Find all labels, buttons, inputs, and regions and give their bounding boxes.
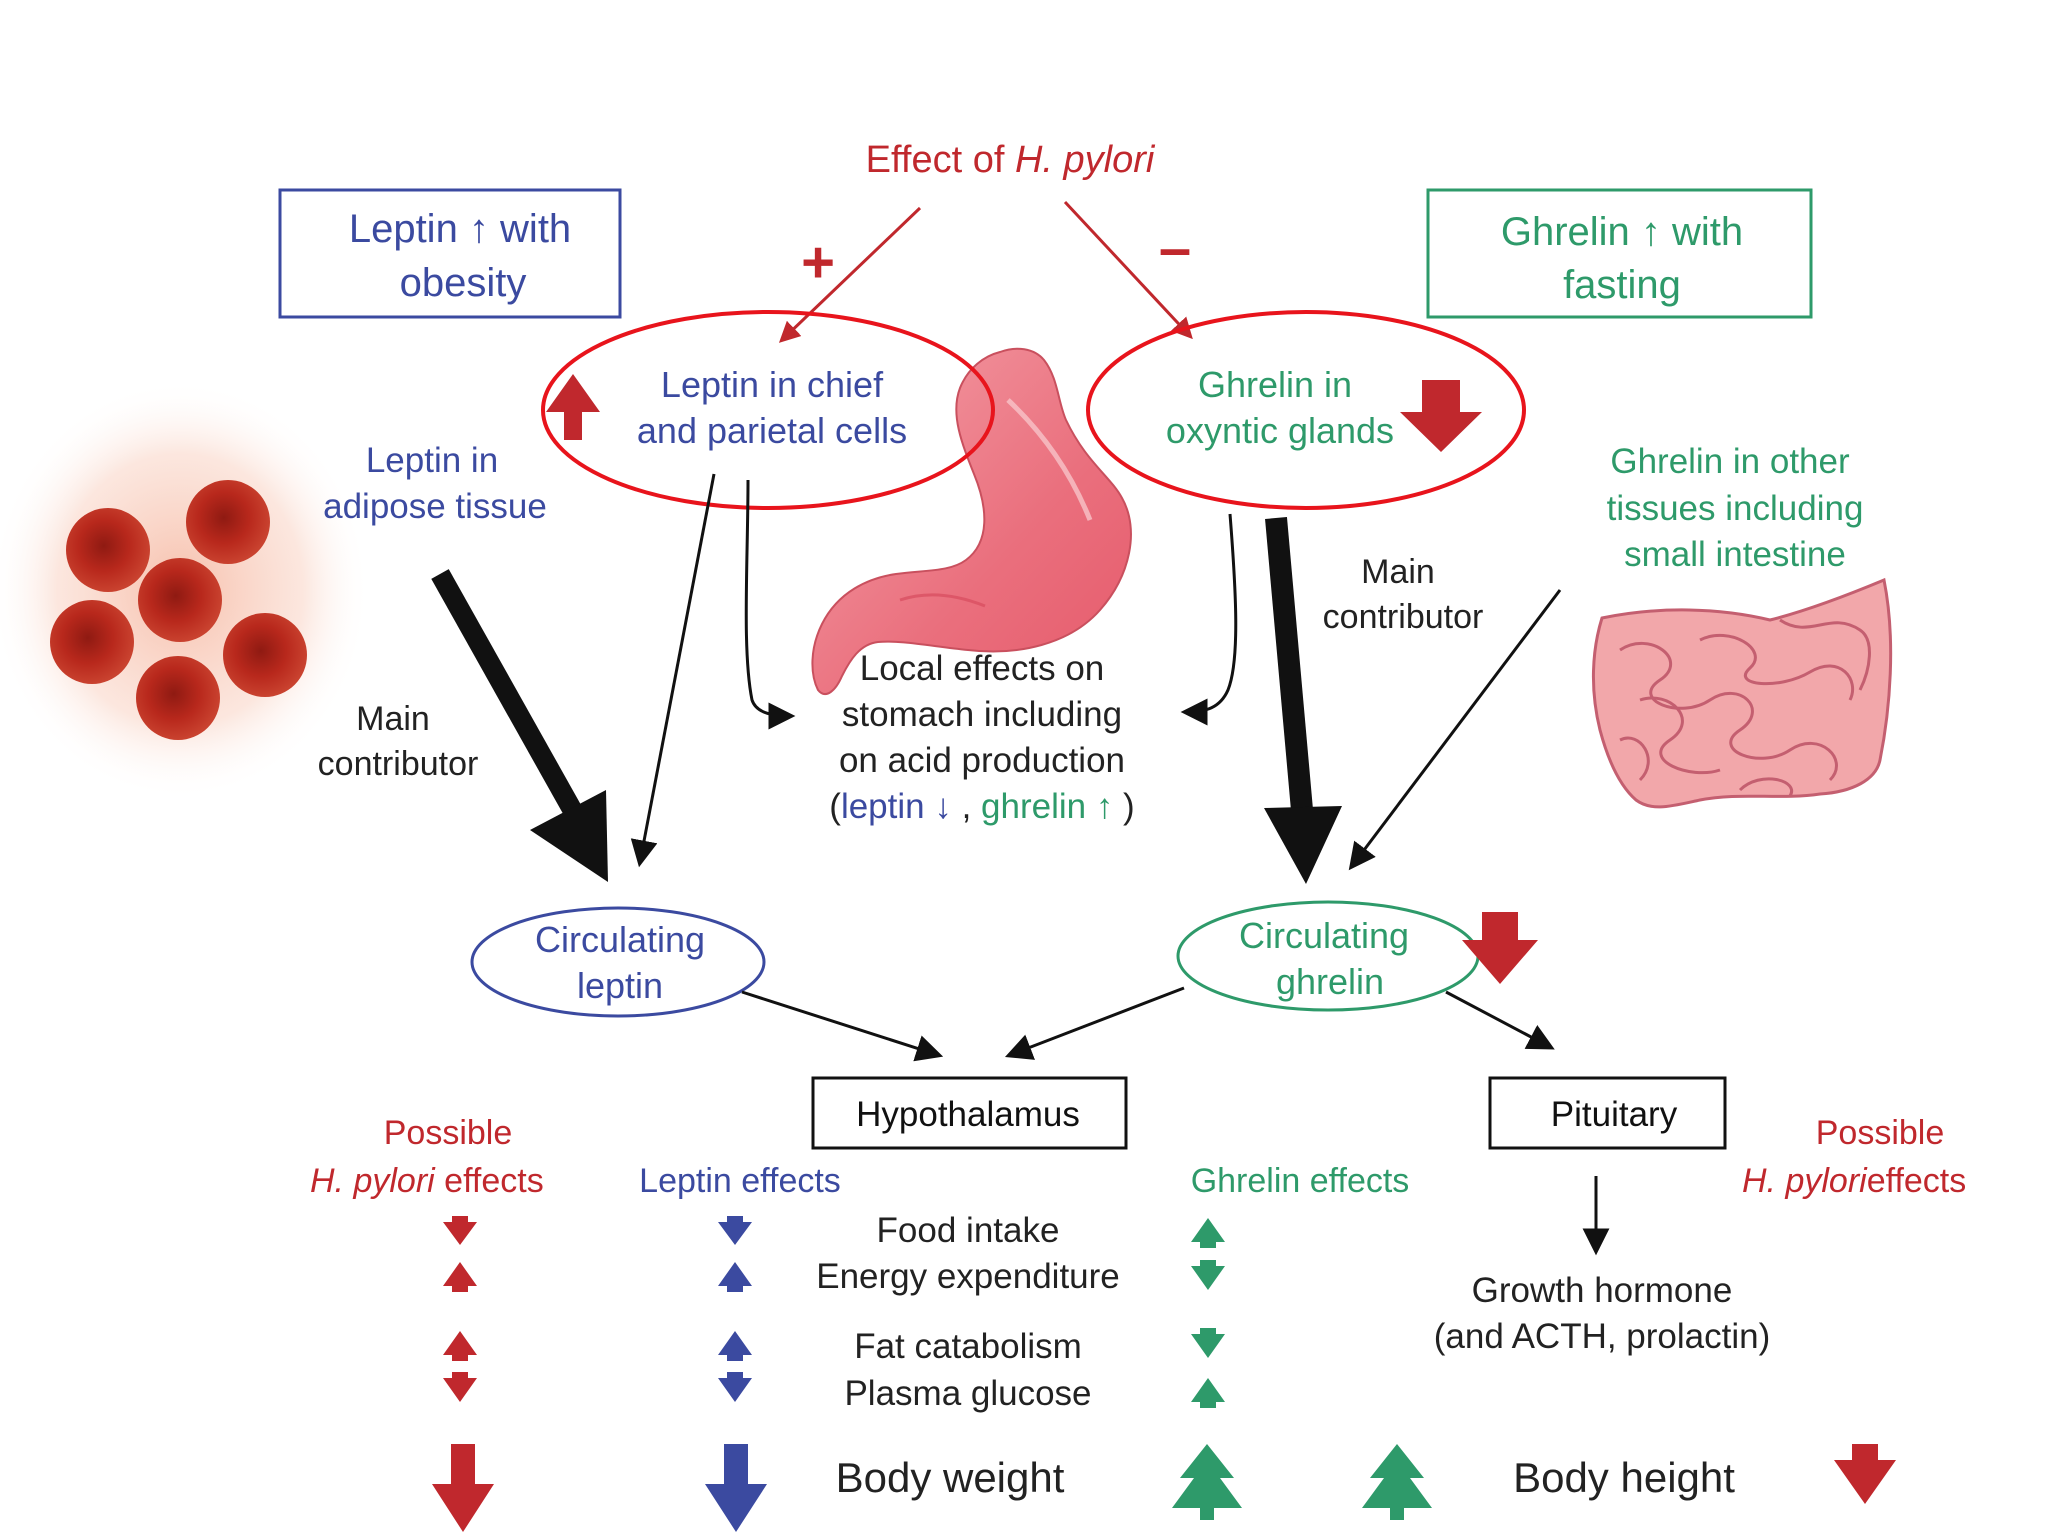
leptin-weight-down-arrow bbox=[705, 1444, 767, 1532]
adipose-thick-arrowhead bbox=[530, 790, 608, 882]
effect-row-fat-catabolism: Fat catabolism bbox=[854, 1327, 1082, 1366]
possible-right-line1: Possible bbox=[1816, 1114, 1945, 1152]
pituitary-box bbox=[1488, 1076, 1727, 1150]
oxyntic-thick-arrowhead bbox=[1264, 806, 1342, 884]
ghrelin-fasting-line1: Ghrelin ↑ with bbox=[1501, 210, 1743, 254]
ghrelin-oxyntic-line2: oxyntic glands bbox=[1166, 410, 1394, 451]
effect-row-food-intake: Food intake bbox=[877, 1211, 1060, 1250]
ghrelin-oxyntic-highlight-circle bbox=[1086, 310, 1526, 510]
title: Effect of H. pylori bbox=[866, 139, 1156, 181]
leptin-energy-up bbox=[718, 1262, 752, 1292]
body-height-label: Body height bbox=[1513, 1454, 1735, 1501]
leptin-effects-header: Leptin effects bbox=[639, 1162, 841, 1200]
ghrelin-to-pituitary-arrow bbox=[1445, 990, 1555, 1050]
circulating-ghrelin-down-arrow bbox=[1462, 912, 1538, 984]
oxyntic-to-local-arrow bbox=[1180, 513, 1238, 726]
hpylori-left-glucose-down bbox=[443, 1372, 477, 1402]
hpylori-left-food-down bbox=[443, 1216, 477, 1245]
plus-arrow bbox=[778, 206, 922, 343]
leptin-obesity-line1: Leptin ↑ with bbox=[349, 207, 571, 251]
hpylori-left-fat-up bbox=[443, 1331, 477, 1361]
leptin-chief-highlight-circle bbox=[541, 310, 995, 510]
possible-left-line1: Possible bbox=[384, 1114, 513, 1152]
leptin-obesity-line2: obesity bbox=[400, 261, 527, 305]
ghrelin-oxyntic-line1: Ghrelin in bbox=[1198, 364, 1352, 405]
ghrelin-effects-header: Ghrelin effects bbox=[1191, 1162, 1410, 1200]
chief-to-local-arrow bbox=[744, 479, 796, 730]
body-weight-label: Body weight bbox=[836, 1454, 1065, 1501]
intestine-to-ghrelin-arrow bbox=[1348, 589, 1562, 871]
local-effects-line2: stomach including bbox=[842, 695, 1122, 734]
leptin-glucose-down bbox=[718, 1372, 752, 1402]
hpylori-left-weight-down-arrow bbox=[432, 1444, 494, 1532]
leptin-up-arrow bbox=[546, 374, 600, 440]
ghrelin-glucose-up bbox=[1191, 1378, 1225, 1408]
leptin-adipose-line1: Leptin in bbox=[366, 441, 498, 480]
possible-right-line2: H. pylorieffects bbox=[1742, 1162, 1966, 1200]
chief-to-leptin-arrow bbox=[630, 473, 716, 868]
possible-left-line2: H. pylori effects bbox=[310, 1162, 544, 1200]
plus-sign: + bbox=[801, 230, 835, 295]
small-intestine-illustration bbox=[1591, 577, 1893, 809]
circulating-leptin-line2: leptin bbox=[577, 965, 663, 1006]
hpylori-right-height-down-arrow bbox=[1834, 1444, 1896, 1504]
ghrelin-weight-up-tree bbox=[1172, 1444, 1242, 1520]
gh-line1: Growth hormone bbox=[1472, 1271, 1733, 1310]
ghrelin-fat-down bbox=[1191, 1328, 1225, 1358]
minus-sign: – bbox=[1159, 216, 1191, 281]
adipose-to-leptin-thick-arrow bbox=[431, 569, 587, 825]
pituitary-label: Pituitary bbox=[1551, 1095, 1678, 1134]
oxyntic-to-ghrelin-thick-arrow bbox=[1265, 517, 1313, 811]
leptin-food-down bbox=[718, 1216, 752, 1245]
leptin-to-hypothalamus-arrow bbox=[741, 990, 944, 1062]
gh-line2: (and ACTH, prolactin) bbox=[1434, 1317, 1771, 1356]
ghrelin-to-hypothalamus-arrow bbox=[1004, 986, 1185, 1060]
main-contributor-right-line2: contributor bbox=[1323, 598, 1484, 636]
local-effects-line4: (leptin ↓ , ghrelin ↑ ) bbox=[829, 787, 1134, 826]
main-contributor-left-line1: Main bbox=[356, 700, 430, 738]
ghrelin-other-line1: Ghrelin in other bbox=[1610, 442, 1850, 481]
circulating-leptin-ellipse bbox=[470, 906, 766, 1018]
leptin-chief-line1: Leptin in chief bbox=[661, 364, 884, 405]
main-contributor-left-line2: contributor bbox=[318, 745, 479, 783]
hypothalamus-label: Hypothalamus bbox=[856, 1095, 1080, 1134]
ghrelin-food-up bbox=[1191, 1218, 1225, 1248]
leptin-adipose-line2: adipose tissue bbox=[323, 487, 547, 526]
hypothalamus-box bbox=[811, 1076, 1128, 1150]
ghrelin-fasting-box bbox=[1426, 188, 1813, 319]
circulating-ghrelin-line2: ghrelin bbox=[1276, 961, 1384, 1002]
local-effects-line3: on acid production bbox=[839, 741, 1125, 780]
leptin-chief-line2: and parietal cells bbox=[637, 410, 907, 451]
leptin-obesity-box bbox=[278, 188, 622, 319]
hpylori-left-energy-up bbox=[443, 1262, 477, 1292]
main-contributor-right-line1: Main bbox=[1361, 553, 1435, 591]
ghrelin-height-up-tree bbox=[1362, 1444, 1432, 1520]
stomach-illustration bbox=[811, 347, 1132, 695]
ghrelin-other-line2: tissues including bbox=[1607, 489, 1864, 528]
ghrelin-down-arrow bbox=[1400, 380, 1482, 452]
circulating-ghrelin-line1: Circulating bbox=[1239, 915, 1409, 956]
minus-arrow bbox=[1063, 200, 1193, 340]
local-effects-line1: Local effects on bbox=[860, 649, 1105, 688]
ghrelin-fasting-line2: fasting bbox=[1563, 263, 1681, 307]
leptin-fat-up bbox=[718, 1331, 752, 1361]
circulating-leptin-line1: Circulating bbox=[535, 919, 705, 960]
ghrelin-other-line3: small intestine bbox=[1624, 535, 1846, 574]
adipose-tissue-illustration bbox=[0, 380, 370, 800]
ghrelin-energy-down bbox=[1191, 1260, 1225, 1290]
effect-row-plasma-glucose: Plasma glucose bbox=[844, 1374, 1091, 1413]
effect-row-energy-expenditure: Energy expenditure bbox=[816, 1257, 1120, 1296]
